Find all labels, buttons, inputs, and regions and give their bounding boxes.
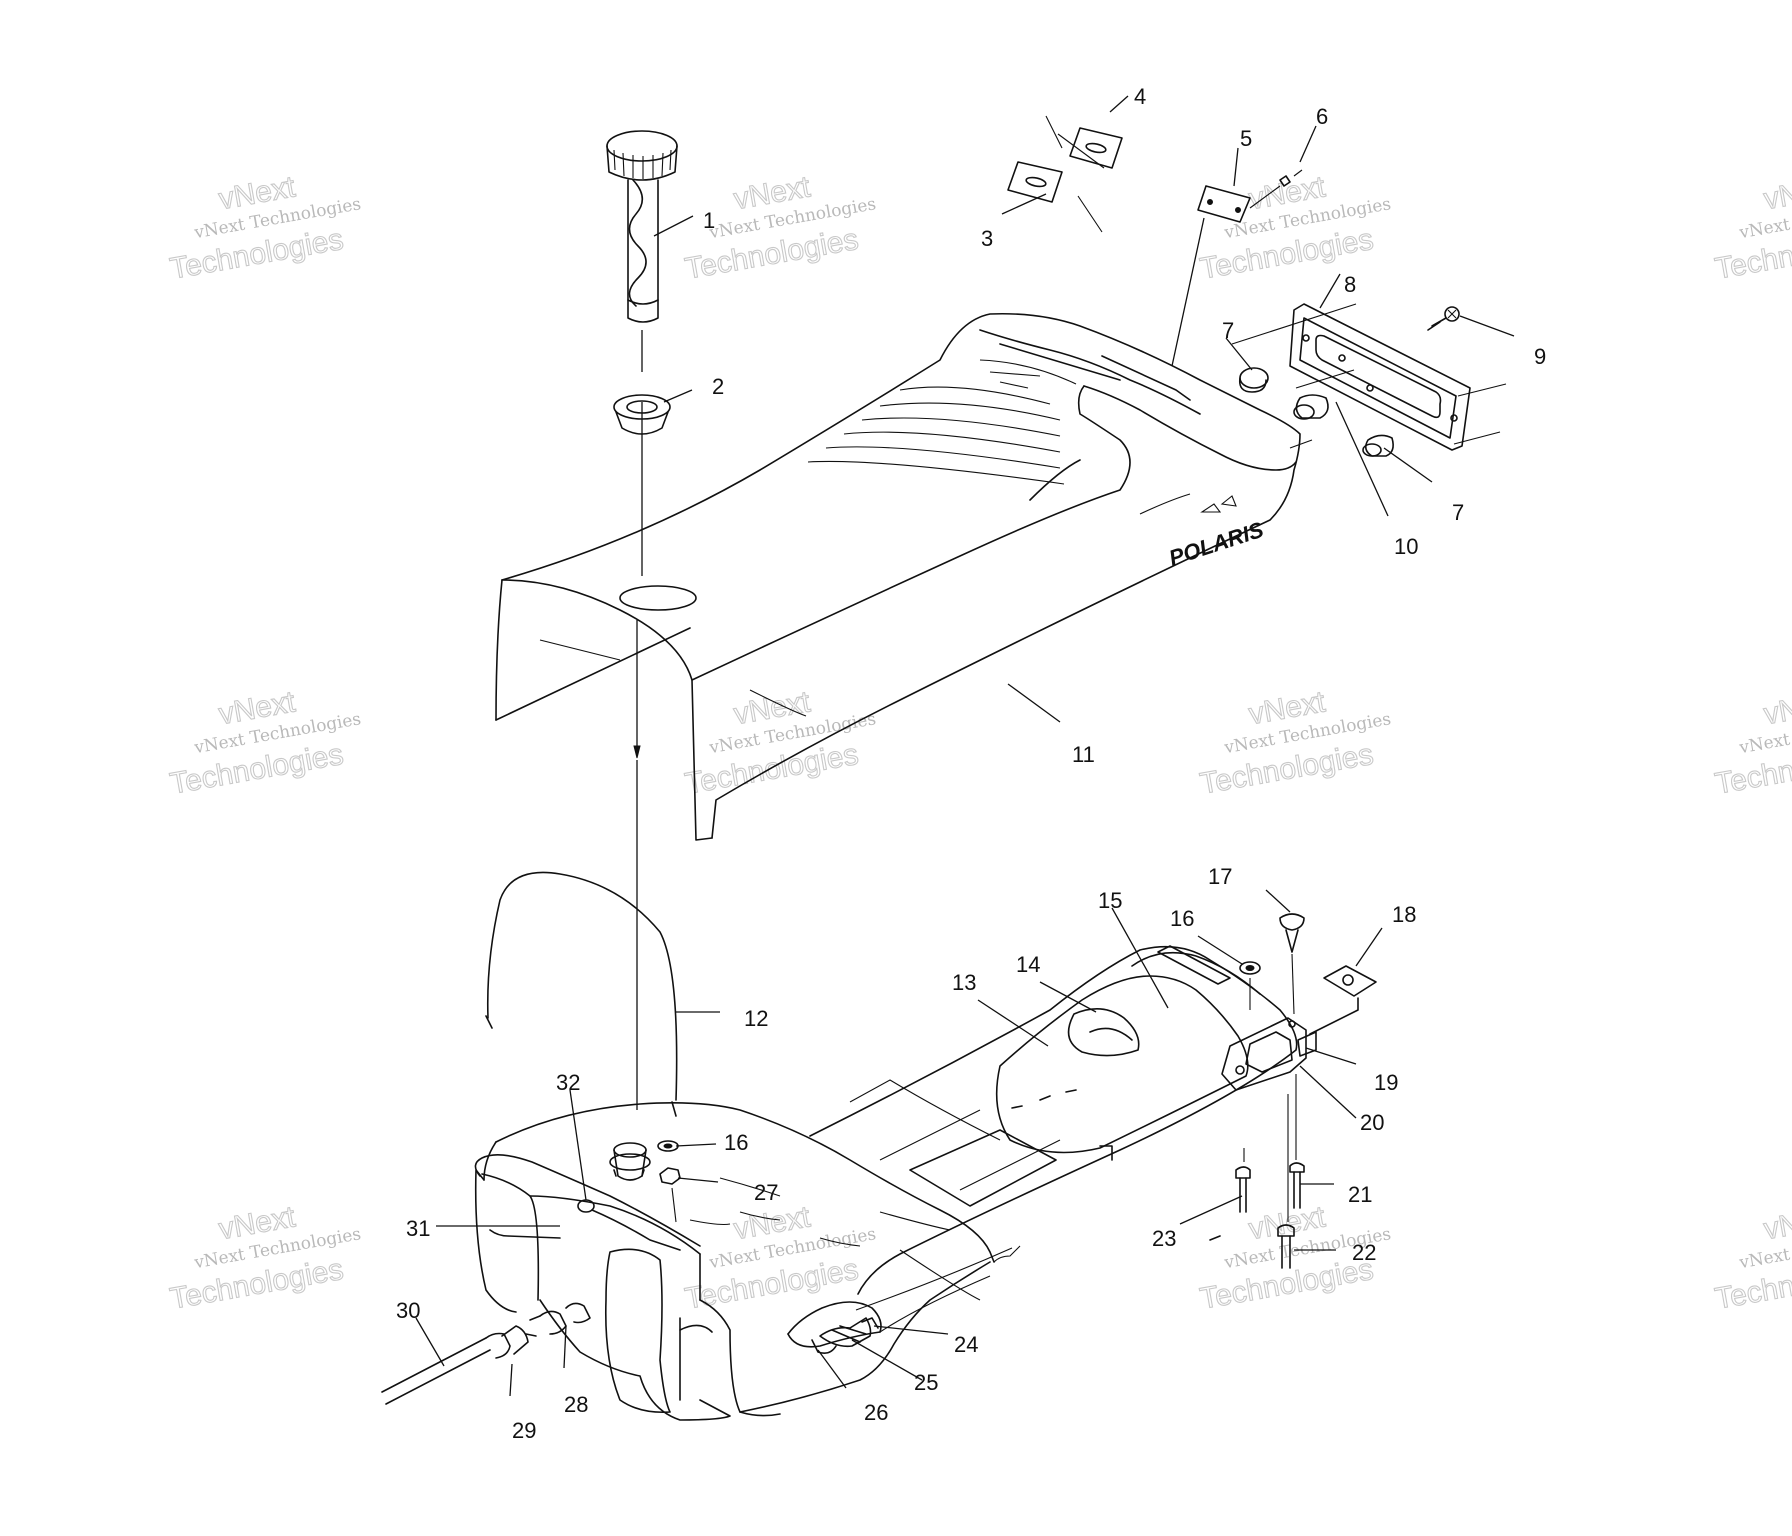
callout-14: 14 [1016, 952, 1040, 977]
watermark-tile: vNext vNext Technologies Technologies [167, 170, 363, 287]
callout-26: 26 [864, 1400, 888, 1425]
callout-29: 29 [512, 1418, 536, 1443]
tail-light-bracket [1289, 303, 1471, 451]
screw-6-line [1249, 169, 1303, 209]
callout-12: 12 [744, 1006, 768, 1031]
watermark-tile: vNext vNext Technologies Technologies [167, 685, 363, 802]
leader-lines [415, 95, 1515, 1397]
bracket-guide-lines [1231, 303, 1507, 449]
watermark-tile: vNext vNext Technologies Technologies [1197, 685, 1393, 802]
callout-19: 19 [1374, 1070, 1398, 1095]
assembly-axis-line [636, 330, 643, 1110]
watermark-tile: vNext vNext Technologies Technologies [682, 1200, 878, 1317]
callout-20: 20 [1360, 1110, 1384, 1135]
bracket-18 [1309, 965, 1377, 1035]
watermark-tile: vNext vNext Technologies Technologies [1712, 170, 1792, 287]
bolt-21 [1289, 1162, 1305, 1209]
bulb-7-lower [1362, 434, 1394, 457]
watermark-tile: vNext vNext Technologies Technologies [682, 170, 878, 287]
pin-17-line [1291, 953, 1295, 1015]
axis-arrow-icon [633, 745, 641, 759]
badge-plate-4 [1069, 127, 1123, 169]
fuel-line-31 [489, 1229, 561, 1239]
watermark-tile: vNext vNext Technologies Technologies [1712, 685, 1792, 802]
callout-30: 30 [396, 1298, 420, 1323]
callout-15: 15 [1098, 888, 1122, 913]
callout-6: 6 [1316, 104, 1328, 129]
console-tray [809, 945, 1298, 1301]
callout-31: 31 [406, 1216, 430, 1241]
callout-13: 13 [952, 970, 976, 995]
callout-25: 25 [914, 1370, 938, 1395]
watermark-tile: vNext vNext Technologies Technologies [1712, 1200, 1792, 1317]
seat-brand-logo: POLARIS [1166, 517, 1267, 571]
callout-21: 21 [1348, 1182, 1372, 1207]
flag-logo-icon [1200, 495, 1237, 513]
fuel-pickup-24-26 [811, 1317, 879, 1354]
bulb-10 [1293, 394, 1329, 420]
nut-27-line [671, 1187, 677, 1223]
callout-10: 10 [1394, 534, 1418, 559]
watermark-tile: vNext vNext Technologies Technologies [167, 1200, 363, 1317]
callout-24: 24 [954, 1332, 978, 1357]
callout-28: 28 [564, 1392, 588, 1417]
washer-16-tank [657, 1140, 679, 1152]
fuel-filler-neck [609, 1142, 651, 1181]
nut-27 [659, 1167, 681, 1185]
callout-9: 9 [1534, 344, 1546, 369]
callout-17: 17 [1208, 864, 1232, 889]
watermark-tile: vNext vNext Technologies Technologies [1197, 170, 1393, 287]
bulb-7-upper [1238, 367, 1269, 393]
watermark-big-top: vNext [1761, 685, 1792, 731]
callout-4: 4 [1134, 84, 1146, 109]
callout-5: 5 [1240, 126, 1252, 151]
grommet [613, 394, 671, 435]
watermark-big-top: vNext [1761, 170, 1792, 216]
watermark-layer: vNext vNext Technologies Technologies vN… [167, 170, 1792, 1317]
plate-5 [1197, 185, 1251, 223]
callout-labels: 1 2 3 4 5 6 7 7 8 9 10 11 12 13 14 15 16… [396, 84, 1546, 1443]
callout-16-tank: 16 [724, 1130, 748, 1155]
callout-7-upper: 7 [1222, 318, 1234, 343]
callout-7-lower: 7 [1452, 500, 1464, 525]
watermark-tile: vNext vNext Technologies Technologies [682, 685, 878, 802]
callout-32: 32 [556, 1070, 580, 1095]
callout-27: 27 [754, 1180, 778, 1205]
callout-1: 1 [703, 208, 715, 233]
fuel-tank [474, 1102, 1021, 1421]
washer-16-console [1239, 961, 1261, 975]
callout-2: 2 [712, 374, 724, 399]
callout-16-console: 16 [1170, 906, 1194, 931]
watermark-big-top: vNext [1761, 1200, 1792, 1246]
callout-22: 22 [1352, 1240, 1376, 1265]
callout-18: 18 [1392, 902, 1416, 927]
seat-11 [495, 312, 1301, 841]
screw-9 [1427, 306, 1460, 331]
fuel-gauge-cap [606, 130, 678, 323]
bolt-guide-lines [1243, 1074, 1297, 1222]
callout-11: 11 [1072, 742, 1095, 767]
fuel-line-30 [381, 1325, 529, 1405]
callout-23: 23 [1152, 1226, 1176, 1251]
screw-6 [1279, 175, 1291, 187]
push-pin-17 [1279, 913, 1305, 953]
badge-plate-3 [1007, 161, 1063, 203]
fitting-28 [525, 1302, 591, 1337]
bolt-23 [1235, 1166, 1251, 1213]
plate-mount-lines [1045, 115, 1105, 233]
cable-12 [485, 871, 678, 1117]
callout-3: 3 [981, 226, 993, 251]
latch-19-20 [1221, 1017, 1317, 1091]
bolt-22 [1277, 1224, 1295, 1269]
callout-8: 8 [1344, 272, 1356, 297]
